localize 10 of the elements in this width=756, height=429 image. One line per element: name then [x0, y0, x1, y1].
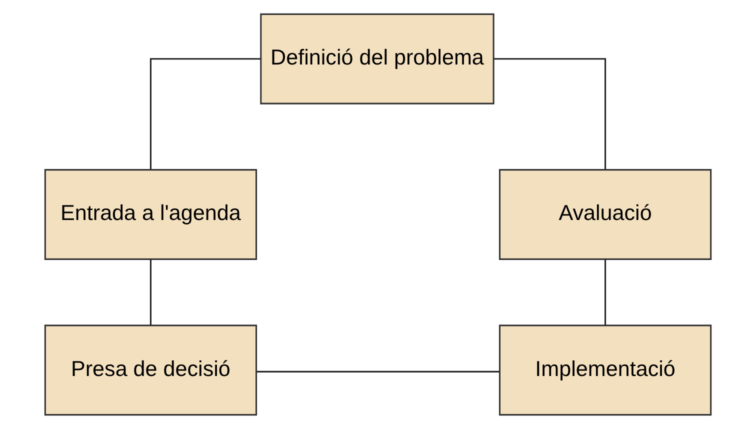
connector: [150, 260, 152, 326]
node-box: Avaluació: [498, 169, 712, 260]
connector: [494, 58, 606, 170]
node-box: Presa de decisió: [44, 324, 258, 416]
connector: [150, 58, 261, 170]
node-box: Entrada a l'agenda: [44, 169, 258, 260]
node-box: Definició del problema: [260, 13, 494, 104]
node-box: Implementació: [498, 324, 712, 416]
connector: [604, 260, 606, 326]
connector: [256, 370, 500, 372]
